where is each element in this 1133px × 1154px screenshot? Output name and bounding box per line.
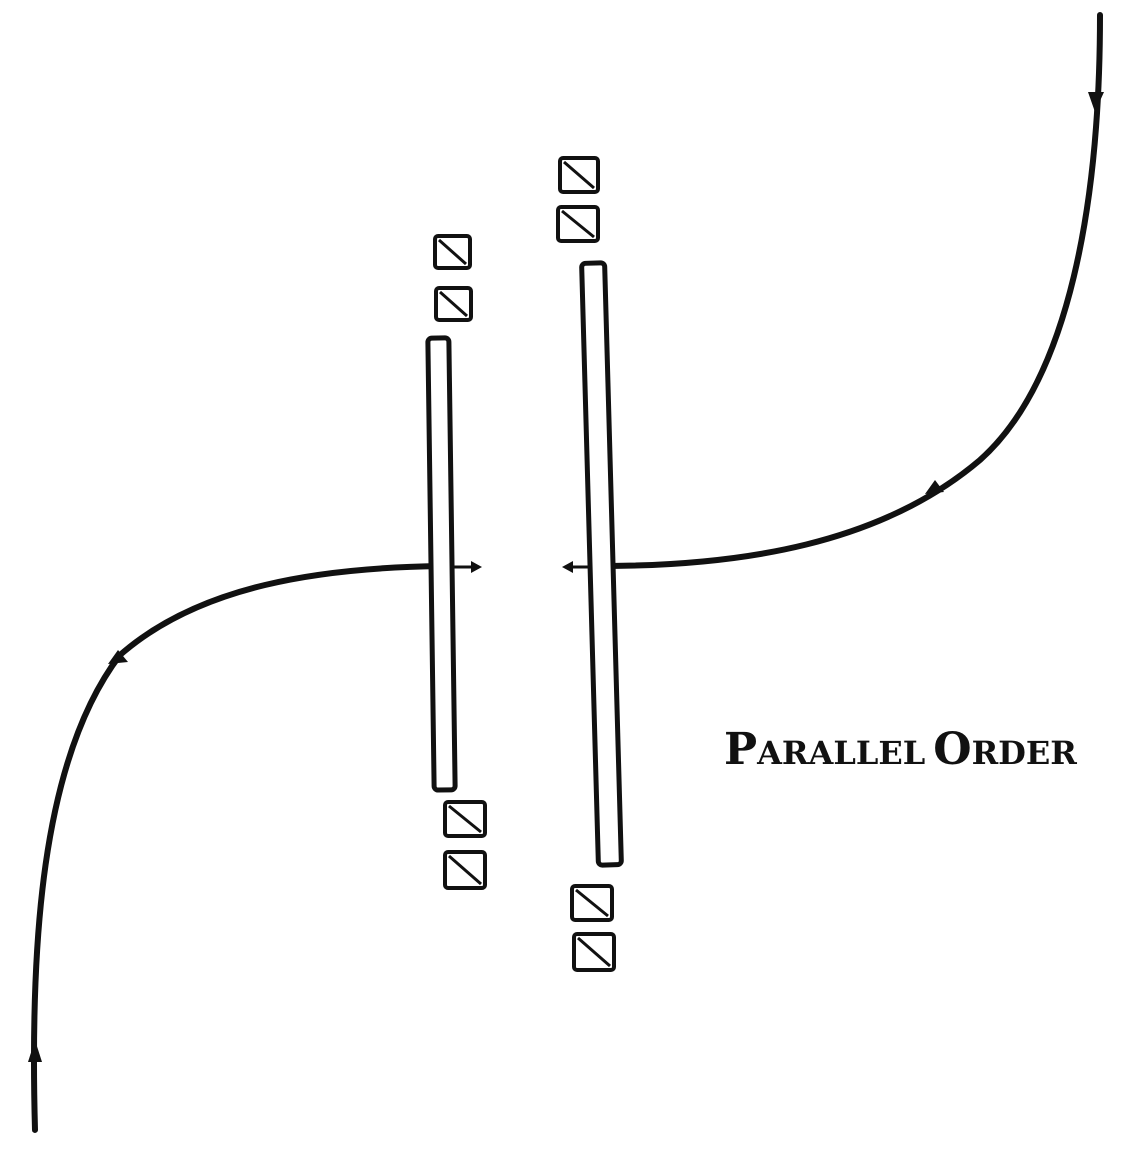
left-column-bottom-flank-square — [443, 800, 487, 838]
right-route-arrow-icon — [1088, 92, 1104, 112]
caption-word1-rest: ARALLEL — [756, 734, 925, 772]
left-route-midmark-icon — [108, 650, 128, 664]
caption-word1-initial: P — [724, 724, 757, 775]
right-route-midmark-icon — [925, 480, 944, 494]
left-column-bottom-flank-square — [443, 850, 487, 890]
left-column-bar — [425, 335, 458, 793]
left-route-line — [30, 563, 443, 1133]
right-route-line — [607, 12, 1103, 569]
caption-word2-rest: RDER — [972, 734, 1078, 772]
left-column-top-flank-square — [434, 286, 473, 322]
left-column-top-flank-square — [433, 234, 472, 270]
right-column-bottom-flank-square — [572, 932, 616, 972]
right-column-bar — [579, 260, 624, 868]
right-column-top-flank-square — [556, 205, 600, 243]
caption-word2-initial: O — [933, 724, 971, 775]
left-column-advance-arrow-icon — [471, 561, 482, 573]
right-column-bottom-flank-square — [570, 884, 614, 922]
right-column-advance-arrow-icon — [562, 561, 573, 573]
right-column-top-flank-square — [558, 156, 600, 194]
left-route-arrow-icon — [28, 1040, 42, 1062]
